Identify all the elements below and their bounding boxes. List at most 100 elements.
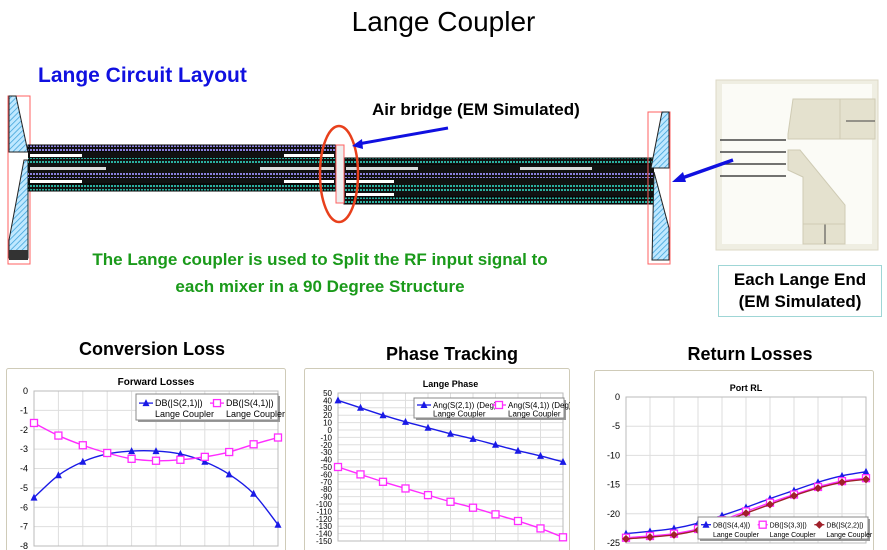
data-point (103, 448, 112, 458)
data-point (670, 530, 678, 539)
data-point (814, 484, 822, 493)
y-tick-label: -20 (320, 441, 332, 450)
y-tick-label: -90 (320, 493, 332, 502)
lange-end-em-image (715, 79, 879, 251)
data-point (29, 418, 39, 428)
legend-box (413, 397, 565, 419)
left-taper (7, 95, 31, 265)
chart-title: Lange Phase (423, 379, 479, 389)
data-point (424, 423, 432, 431)
y-tick-label: 50 (323, 389, 332, 398)
y-tick-label: -50 (320, 463, 332, 472)
y-tick-label: -20 (607, 509, 620, 519)
legend-box (697, 516, 869, 540)
lange-end-arrow (672, 158, 734, 182)
y-tick-label: -25 (607, 538, 620, 548)
y-tick-label: -110 (317, 507, 333, 516)
data-point (176, 449, 184, 457)
chart-heading-phase-tracking: Phase Tracking (385, 344, 519, 364)
data-point (491, 510, 500, 519)
legend-label: DB(|S(2,1)|) (155, 398, 203, 408)
data-point (536, 524, 545, 533)
data-point (176, 455, 185, 464)
legend-label: DB(|S(3,3)|) (770, 523, 807, 530)
data-point (30, 493, 38, 501)
slide-title: Lange Coupler (351, 6, 536, 37)
lange-end-label-line-1: Each Lange End (733, 270, 867, 289)
description-line-1: The Lange coupler is used to Split the R… (92, 250, 548, 269)
data-point (513, 516, 523, 526)
data-point (468, 503, 478, 512)
legend-marker (142, 399, 150, 407)
data-point (447, 429, 454, 437)
data-point (274, 520, 282, 528)
legend-sublabel: Lange Coupler (433, 409, 486, 418)
y-tick-label: 20 (323, 411, 332, 420)
data-point (79, 457, 87, 465)
y-tick-label: -6 (20, 502, 28, 512)
legend-label: DB(|S(4,1)|) (226, 398, 274, 408)
data-point (492, 440, 499, 448)
series-1 (29, 418, 283, 465)
legend-sublabel: Lange Coupler (713, 532, 760, 539)
chart-panel (594, 370, 874, 550)
data-point (862, 475, 870, 484)
y-tick-label: -7 (20, 522, 28, 532)
y-tick-label: 0 (615, 392, 620, 402)
chart-forward-losses: Forward Losses0-1-2-3-4-5-6-7-8DB(|S(2,1… (6, 368, 286, 550)
data-point (334, 396, 342, 404)
chart-legend: DB(|S(2,1)|)Lange CouplerDB(|S(4,1)|)Lan… (135, 393, 285, 422)
legend-sublabel: Lange Coupler (155, 409, 214, 419)
y-tick-label: -15 (607, 480, 620, 490)
air-bridge (335, 144, 345, 204)
air-bridge-arrow (352, 126, 449, 149)
data-point (469, 434, 477, 442)
data-point (379, 411, 387, 419)
y-tick-label: -130 (316, 522, 333, 531)
y-tick-label: -100 (316, 500, 333, 509)
series-2 (622, 475, 870, 543)
y-tick-label: -4 (20, 464, 28, 474)
chart-legend: Ang(S(2,1)) (Deg)Lange CouplerAng(S(4,1)… (413, 397, 570, 420)
legend-sublabel: Lange Coupler (226, 409, 285, 419)
data-point (225, 447, 234, 457)
legend-marker (702, 520, 710, 528)
data-point (646, 533, 654, 542)
data-point (446, 497, 455, 506)
data-point (514, 446, 522, 454)
legend-sublabel: Lange Coupler (770, 532, 817, 539)
legend-label: Ang(S(4,1)) (Deg) (508, 401, 570, 410)
data-point (766, 500, 774, 509)
data-point (333, 462, 343, 472)
y-tick-label: 40 (323, 396, 332, 405)
lange-end-label: Each Lange End (EM Simulated) (718, 265, 882, 317)
legend-sublabel: Lange Coupler (508, 409, 561, 418)
description-line-2: each mixer in a 90 Degree Structure (175, 277, 465, 296)
y-tick-label: -5 (612, 421, 620, 431)
coupler-lines-left (27, 144, 337, 192)
y-tick-label: 0 (328, 426, 333, 435)
y-tick-label: -60 (320, 470, 332, 479)
legend-sublabel: Lange Coupler (826, 532, 873, 539)
data-point (54, 471, 62, 479)
y-tick-label: -10 (320, 433, 332, 442)
y-tick-label: -70 (320, 478, 332, 487)
data-point (200, 452, 209, 462)
data-point (537, 451, 544, 459)
chart-legend: DB(|S(4,4)|) Lange Coupler DB(|S(3,3)|) Lan… (697, 516, 873, 541)
chart-heading-return-losses: Return Losses (687, 344, 813, 364)
chart-port-rl: Port RL0-5-10-15-20-25DB(|S(4,4)|)Lange … (594, 370, 874, 550)
data-point (78, 441, 87, 450)
data-point (356, 470, 365, 479)
data-point (201, 457, 209, 465)
data-point (838, 478, 846, 487)
legend-label: DB(|S(4,4)|) (713, 523, 750, 530)
legend-label: Ang(S(2,1)) (Deg) (433, 401, 497, 410)
air-bridge-label: Air bridge (EM Simulated) (372, 100, 580, 119)
y-tick-label: 30 (323, 404, 332, 413)
lange-end-label-line-2: (EM Simulated) (738, 292, 862, 311)
data-point (622, 534, 630, 543)
y-tick-label: -10 (607, 450, 620, 460)
legend-marker (420, 401, 428, 408)
